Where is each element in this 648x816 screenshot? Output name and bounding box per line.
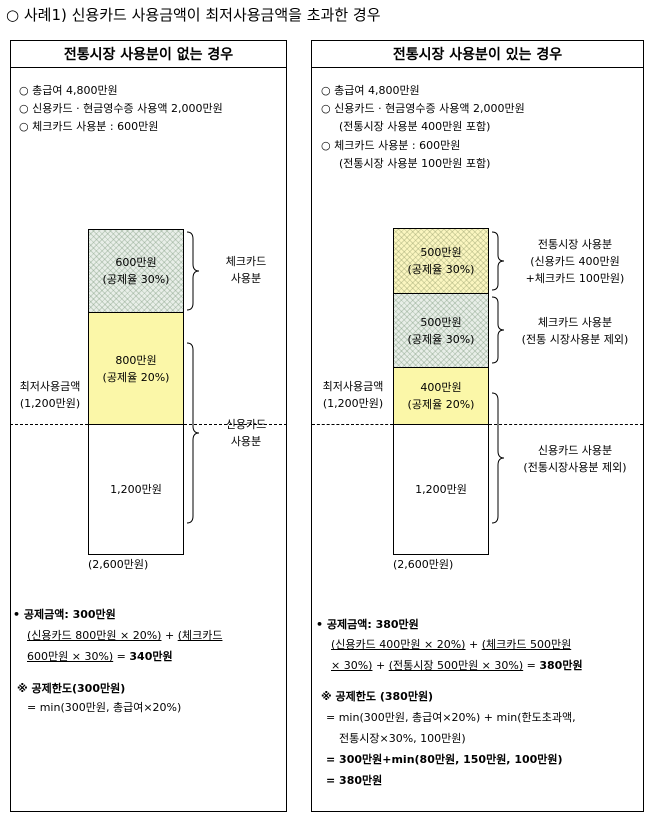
deduction-formula-line2: × 30%) + (전통시장 500만원 × 30%) = 380만원 bbox=[331, 659, 583, 672]
min-label: 최저사용금액 (1,200만원) bbox=[322, 380, 384, 410]
panel-header: 전통시장 사용분이 있는 경우 bbox=[312, 41, 643, 68]
block-credit-over: 400만원 (공제율 20%) bbox=[393, 367, 489, 425]
label-market: 전통시장 사용분 (신용카드 400만원 +체크카드 100만원) bbox=[525, 238, 625, 285]
brace-icon bbox=[491, 231, 505, 291]
block-amount: 1,200만원 bbox=[110, 483, 162, 496]
block-amount: 400만원 bbox=[420, 381, 462, 394]
block-amount: 600만원 bbox=[115, 256, 157, 269]
panel-with-market: 전통시장 사용분이 있는 경우 bbox=[311, 40, 644, 812]
bullet-check-usage: ○ 체크카드 사용분 : 600만원 bbox=[19, 120, 159, 133]
block-check-card: 600만원 (공제율 30%) bbox=[88, 229, 184, 313]
brace-icon bbox=[491, 392, 505, 524]
bullet-credit-market-note: (전통시장 사용분 400만원 포함) bbox=[339, 120, 491, 133]
limit-formula-line4: = 380만원 bbox=[326, 774, 383, 787]
block-rate: (공제율 30%) bbox=[407, 263, 475, 276]
bullet-check-usage: ○ 체크카드 사용분 : 600만원 bbox=[321, 139, 461, 152]
label-credit-card: 신용카드 사용분 bbox=[225, 418, 267, 448]
min-threshold-line bbox=[312, 424, 393, 425]
total-amount: (2,600만원) bbox=[88, 558, 149, 571]
limit-formula-line3: = 300만원+min(80만원, 150만원, 100만원) bbox=[326, 753, 563, 766]
total-amount: (2,600만원) bbox=[393, 558, 454, 571]
block-rate: (공제율 20%) bbox=[102, 370, 170, 384]
min-label: 최저사용금액 (1,200만원) bbox=[19, 380, 81, 410]
block-amount: 1,200만원 bbox=[415, 483, 467, 496]
min-threshold-line bbox=[489, 424, 643, 425]
deduction-formula-line1: (신용카드 400만원 × 20%) + (체크카드 500만원 bbox=[331, 638, 572, 651]
block-amount: 500만원 bbox=[420, 315, 462, 329]
brace-icon bbox=[186, 231, 200, 311]
label-check-card: 체크카드 사용분 (전통 시장사용분 제외) bbox=[521, 316, 629, 346]
limit-title: ※ 공제한도 (380만원) bbox=[321, 690, 434, 703]
deduction-formula-line1: (신용카드 800만원 × 20%) + (체크카드 bbox=[27, 629, 223, 642]
bullet-total-salary: ○ 총급여 4,800만원 bbox=[19, 84, 118, 97]
deduction-formula-line2: 600만원 × 30%) = 340만원 bbox=[27, 650, 173, 663]
block-rate: (공제율 20%) bbox=[407, 398, 475, 411]
min-threshold-line bbox=[10, 424, 88, 425]
bullet-credit-usage: ○ 신용카드 · 현금영수증 사용액 2,000만원 bbox=[19, 102, 223, 115]
block-rate: (공제율 30%) bbox=[407, 332, 475, 346]
limit-title: ※ 공제한도(300만원) bbox=[17, 682, 126, 695]
limit-formula-line1: = min(300만원, 총급여×20%) + min(한도초과액, bbox=[326, 711, 576, 724]
block-credit-min: 1,200만원 bbox=[393, 424, 489, 555]
brace-icon bbox=[491, 296, 505, 364]
label-credit-card: 신용카드 사용분 (전통시장사용분 제외) bbox=[523, 444, 627, 474]
brace-icon bbox=[186, 342, 200, 524]
block-credit-min: 1,200만원 bbox=[88, 424, 184, 555]
page-title: ○ 사례1) 신용카드 사용금액이 최저사용금액을 초과한 경우 bbox=[6, 6, 381, 24]
deduction-title: • 공제금액: 300만원 bbox=[13, 608, 116, 621]
block-amount: 500만원 bbox=[420, 246, 462, 259]
bullet-check-market-note: (전통시장 사용분 100만원 포함) bbox=[339, 157, 491, 170]
bullet-credit-usage: ○ 신용카드 · 현금영수증 사용액 2,000만원 bbox=[321, 102, 525, 115]
limit-formula: = min(300만원, 총급여×20%) bbox=[27, 701, 182, 714]
block-credit-over: 800만원 (공제율 20%) bbox=[88, 312, 184, 425]
min-threshold-line bbox=[184, 424, 287, 425]
bullet-total-salary: ○ 총급여 4,800만원 bbox=[321, 84, 420, 97]
label-check-card: 체크카드 사용분 bbox=[225, 255, 267, 285]
block-amount: 800만원 bbox=[115, 353, 157, 367]
block-check-card: 500만원 (공제율 30%) bbox=[393, 293, 489, 368]
block-rate: (공제율 30%) bbox=[102, 273, 170, 286]
limit-formula-line2: 전통시장×30%, 100만원) bbox=[339, 732, 466, 745]
panel-no-market: 전통시장 사용분이 없는 경우 bbox=[10, 40, 287, 812]
deduction-title: • 공제금액: 380만원 bbox=[316, 618, 419, 631]
block-market: 500만원 (공제율 30%) bbox=[393, 228, 489, 294]
panel-header: 전통시장 사용분이 없는 경우 bbox=[11, 41, 286, 68]
